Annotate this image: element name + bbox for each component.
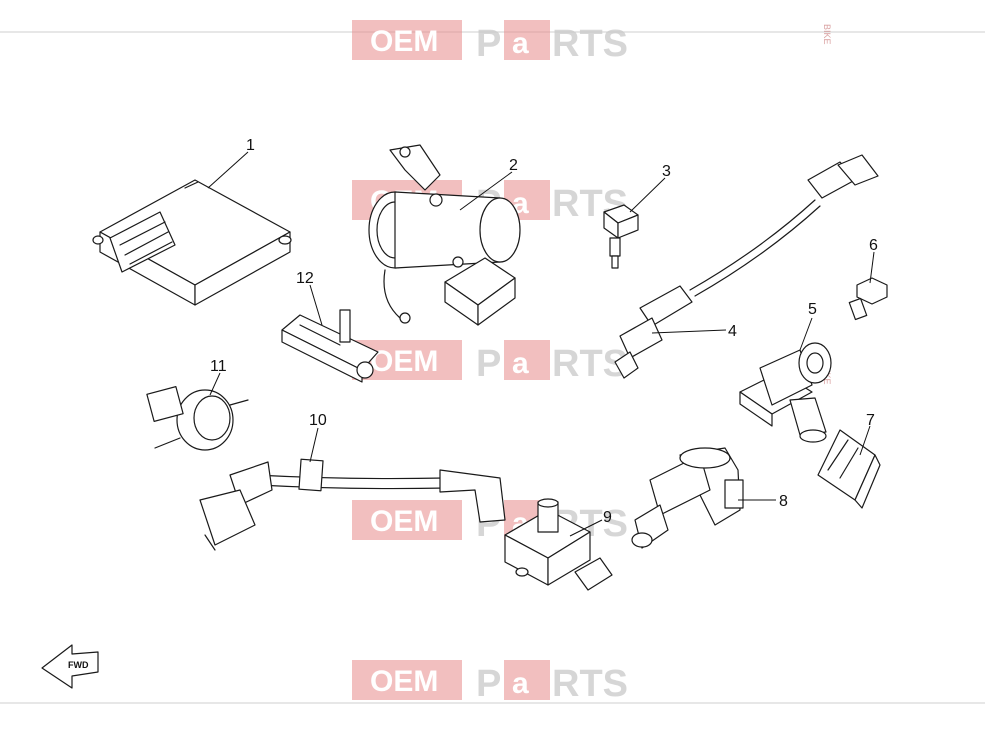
throttle-body-icon[interactable] — [368, 144, 521, 326]
callout-6: 6 — [869, 237, 878, 254]
svg-text:P: P — [476, 343, 501, 385]
connector-icon[interactable] — [817, 429, 881, 509]
svg-text:a: a — [512, 347, 529, 380]
canister-valve-icon[interactable] — [146, 385, 249, 451]
bolt-icon[interactable] — [848, 277, 888, 321]
svg-text:OEM: OEM — [370, 665, 438, 698]
svg-text:OEM: OEM — [370, 25, 438, 58]
oxygen-sensor-icon[interactable] — [614, 154, 879, 379]
svg-text:RTS: RTS — [552, 23, 628, 65]
callout-10: 10 — [309, 412, 327, 429]
temperature-sensor-icon[interactable] — [603, 204, 639, 269]
fuel-injector-icon[interactable] — [631, 447, 744, 549]
callout-5: 5 — [808, 301, 817, 318]
tilt-sensor-icon[interactable] — [281, 309, 379, 383]
callout-8: 8 — [779, 493, 788, 510]
leader-lines — [207, 151, 875, 537]
svg-text:a: a — [512, 667, 529, 700]
callout-7: 7 — [866, 412, 875, 429]
callout-12: 12 — [296, 270, 314, 287]
callout-1: 1 — [246, 137, 255, 154]
callout-9: 9 — [603, 509, 612, 526]
callout-3: 3 — [662, 163, 671, 180]
svg-text:BIKE: BIKE — [822, 24, 832, 45]
watermark: OEM BIKE P a RTS — [352, 20, 832, 65]
svg-text:RTS: RTS — [552, 343, 628, 385]
svg-text:P: P — [476, 23, 501, 65]
callout-4: 4 — [728, 323, 737, 340]
watermark: OEM P a RTS — [352, 340, 628, 385]
svg-text:OEM: OEM — [370, 345, 438, 378]
svg-text:OEM: OEM — [370, 505, 438, 538]
svg-text:FWD: FWD — [68, 660, 89, 670]
front-arrow-icon: FWD — [41, 644, 99, 689]
svg-text:RTS: RTS — [552, 663, 628, 705]
watermark: OEM P a RTS — [352, 660, 628, 705]
svg-text:a: a — [512, 27, 529, 60]
spark-plug-lead-icon[interactable] — [199, 458, 506, 551]
ecu-unit-icon[interactable] — [92, 179, 292, 306]
callout-2: 2 — [509, 157, 518, 174]
pressure-sensor-icon[interactable] — [504, 498, 613, 591]
svg-text:P: P — [476, 663, 501, 705]
callout-11: 11 — [210, 358, 227, 375]
idle-valve-icon[interactable] — [739, 342, 832, 443]
